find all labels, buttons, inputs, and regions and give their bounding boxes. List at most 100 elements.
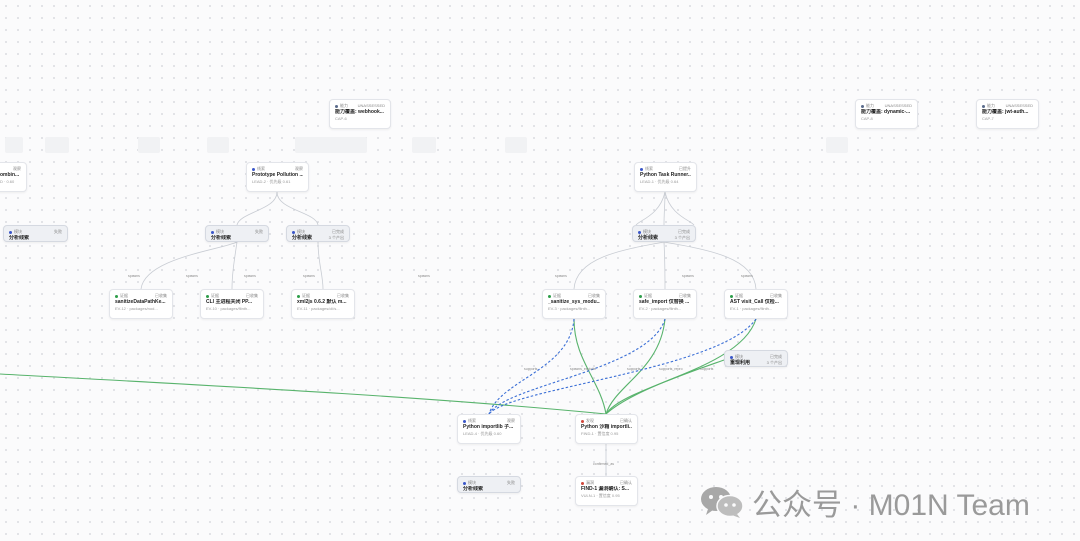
node-title: 分析线索 bbox=[211, 235, 232, 241]
node-tag: 证据 bbox=[211, 293, 219, 298]
node-tag: 能力 bbox=[987, 103, 995, 108]
edge-label: spawns bbox=[741, 274, 753, 278]
node-subtitle: 3 个产出 bbox=[328, 235, 344, 240]
edge-label: supports_repro bbox=[659, 367, 683, 371]
placeholder-block bbox=[207, 137, 229, 153]
edge-ev2-find1 bbox=[605, 318, 666, 415]
placeholder-block bbox=[826, 137, 848, 153]
node-subtitle: D · 0.60 bbox=[0, 179, 15, 184]
node-type-dot bbox=[982, 104, 985, 108]
watermark-text: 公众号 · M01N Team bbox=[752, 489, 1030, 522]
node-status: 失败 bbox=[255, 229, 263, 234]
node-evidence-ev11[interactable]: 证据已收集 xml2js 0.6.2 默认 m... EV-11 · packa… bbox=[291, 289, 355, 319]
node-lead-lead2[interactable]: 线索观察 Prototype Pollution ... LEAD-2 · 优先… bbox=[246, 162, 309, 192]
node-title: FIND-1 漏洞确认: S... bbox=[581, 486, 630, 492]
node-title: 能力覆盖: jwt-auth... bbox=[982, 109, 1029, 115]
node-status: 观察 bbox=[13, 166, 21, 171]
node-subtitle: LEAD-1 · 优先级 0.64 bbox=[640, 179, 679, 184]
placeholder-block bbox=[412, 137, 436, 153]
edge-mod4-ev1 bbox=[663, 241, 757, 290]
node-lead-left[interactable]: 观察 ombin... D · 0.60 bbox=[0, 162, 27, 192]
node-evidence-ev3[interactable]: 证据已收集 _sanitize_sys_modu... EV-3 · packa… bbox=[542, 289, 606, 319]
edge-label: spawns_exploits bbox=[570, 367, 596, 371]
node-status: 失败 bbox=[54, 229, 62, 234]
node-type-dot bbox=[730, 355, 733, 359]
edge-mod4-ev2 bbox=[663, 241, 666, 290]
node-tag: 证据 bbox=[644, 293, 652, 298]
edge-lead1-mod4 bbox=[663, 191, 666, 226]
node-type-dot bbox=[9, 230, 12, 234]
node-title: Python importlib 子... bbox=[463, 424, 514, 430]
node-module-mod2[interactable]: 模块 失败 分析线索 bbox=[205, 225, 269, 242]
node-tag: 线索 bbox=[468, 418, 476, 423]
node-status: 已完成 bbox=[332, 229, 344, 234]
placeholder-block bbox=[505, 137, 527, 153]
node-status: 已收集 bbox=[770, 293, 782, 298]
node-tag: 漏洞 bbox=[586, 480, 594, 485]
node-type-dot bbox=[639, 294, 642, 298]
node-status: 观察 bbox=[507, 418, 515, 423]
node-title: safe_import 仅替换 ... bbox=[639, 299, 690, 305]
node-tag: 能力 bbox=[340, 103, 348, 108]
node-vulnerability-vuln1[interactable]: 漏洞已确认 FIND-1 漏洞确认: S... VULN-1 · 置信度 0.9… bbox=[575, 476, 638, 506]
node-subtitle: LEAD-4 · 优先级 0.60 bbox=[463, 431, 502, 436]
placeholder-block bbox=[295, 137, 367, 153]
edge-lead2-mod2 bbox=[236, 191, 278, 226]
node-subtitle: EV-2 · packages/flinth... bbox=[639, 306, 682, 311]
node-status: 已收集 bbox=[155, 293, 167, 298]
node-evidence-ev2[interactable]: 证据 已收集 safe_import 仅替换 ... EV-2 · package… bbox=[633, 289, 697, 319]
node-subtitle: CAP-6 bbox=[335, 116, 347, 121]
edge-ev1-lead4 bbox=[488, 318, 757, 415]
node-title: AST visit_Call 仅检... bbox=[730, 299, 779, 305]
node-type-dot bbox=[581, 481, 584, 485]
node-status: UNASSESSED bbox=[1005, 103, 1033, 108]
node-module-mod6[interactable]: 模块失败 分析线索 bbox=[457, 476, 521, 493]
node-subtitle: CAP-8 bbox=[861, 116, 873, 121]
node-status: 已收集 bbox=[246, 293, 258, 298]
node-status: 观察 bbox=[295, 166, 303, 171]
edge-label: spawns bbox=[128, 274, 140, 278]
node-status: 已确认 bbox=[620, 480, 632, 485]
node-title: 能力覆盖: webhook... bbox=[335, 109, 384, 115]
node-evidence-ev1[interactable]: 证据已收集 AST visit_Call 仅检... EV-1 · packag… bbox=[724, 289, 788, 319]
node-lead-lead4[interactable]: 线索 观察 Python importlib 子... LEAD-4 · 优先级 … bbox=[457, 414, 521, 444]
placeholder-block bbox=[5, 137, 23, 153]
node-title: 能力覆盖: dynamic-... bbox=[861, 109, 911, 115]
node-tag: 模块 bbox=[216, 229, 224, 234]
edge-left-find1 bbox=[0, 373, 607, 415]
edge-mod5-find1 bbox=[605, 359, 725, 415]
edge-ev3-find1 bbox=[573, 318, 607, 415]
node-evidence-ev12[interactable]: 证据已收集 sanitizeDataPathKe... EV-12 · pack… bbox=[109, 289, 173, 319]
node-tag: 线索 bbox=[257, 166, 265, 171]
node-subtitle: EV-11 · packages/cli/s... bbox=[297, 306, 340, 311]
node-title: _sanitize_sys_modu... bbox=[548, 299, 600, 305]
node-finding-find1[interactable]: 发现已确认 Python 沙箱 importli... FIND-1 · 置信度… bbox=[575, 414, 638, 444]
node-lead-lead1[interactable]: 线索已提升 Python Task Runner... LEAD-1 · 优先级… bbox=[634, 162, 697, 192]
node-tag: 模块 bbox=[468, 480, 476, 485]
node-type-dot bbox=[297, 294, 300, 298]
node-title: 分析线索 bbox=[638, 235, 659, 241]
node-evidence-ev10[interactable]: 证据已收集 CLI 主进程关闭 PP... EV-10 · packages/f… bbox=[200, 289, 264, 319]
node-status: 已收集 bbox=[588, 293, 600, 298]
node-tag: 证据 bbox=[302, 293, 310, 298]
wechat-icon bbox=[701, 487, 744, 518]
node-tag: 线索 bbox=[645, 166, 653, 171]
node-status: 已收集 bbox=[679, 293, 691, 298]
node-module-left[interactable]: 模块失败 分析线索 bbox=[3, 225, 68, 242]
node-title: CLI 主进程关闭 PP... bbox=[206, 299, 253, 305]
node-type-dot bbox=[548, 294, 551, 298]
node-subtitle: EV-12 · packages/nod... bbox=[115, 306, 158, 311]
node-status: 已提升 bbox=[679, 166, 691, 171]
edge-lead1-mod4-b bbox=[635, 191, 666, 226]
node-status: 已收集 bbox=[337, 293, 349, 298]
node-type-dot bbox=[252, 167, 255, 171]
node-type-dot bbox=[463, 419, 466, 423]
